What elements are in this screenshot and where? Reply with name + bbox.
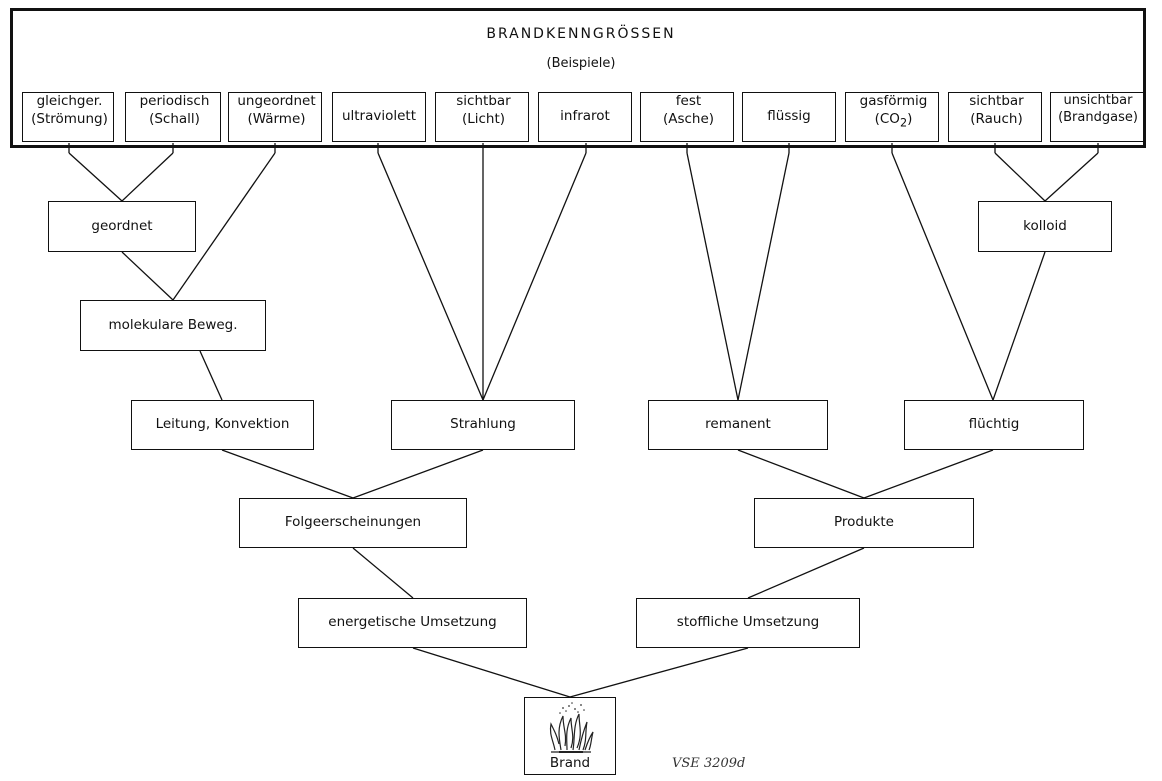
box-gasfoermig: gasförmig (CO2): [845, 92, 939, 142]
box-line: flüssig: [767, 108, 811, 125]
box-line: periodisch: [139, 93, 210, 109]
box-sichtbar-licht: sichtbar (Licht): [435, 92, 529, 142]
box-gleichgerichtet: gleichger. (Strömung): [22, 92, 114, 142]
node-leitung-konvektion: Leitung, Konvektion: [131, 400, 314, 450]
box-line: (Wärme): [247, 110, 306, 127]
box-periodisch: periodisch (Schall): [125, 92, 221, 142]
diagram-subtitle: (Beispiele): [546, 56, 616, 71]
box-line: ungeordnet: [237, 93, 316, 109]
brandkenngroessen-frame: [10, 8, 1146, 148]
box-line: (Licht): [461, 110, 506, 127]
box-infrarot: infrarot: [538, 92, 632, 142]
box-line: (Rauch): [970, 110, 1023, 127]
box-line: fest: [675, 93, 702, 109]
box-ungeordnet: ungeordnet (Wärme): [228, 92, 322, 142]
box-line: (Brandgase): [1058, 109, 1138, 125]
node-molekulare-bewegung: molekulare Beweg.: [80, 300, 266, 351]
box-sichtbar-rauch: sichtbar (Rauch): [948, 92, 1042, 142]
node-brand: Brand: [524, 697, 616, 775]
box-line: (Asche): [662, 110, 715, 127]
box-line: infrarot: [560, 108, 610, 125]
box-line: (CO2): [874, 110, 913, 130]
node-fluechtig: flüchtig: [904, 400, 1084, 450]
flame-icon: [549, 702, 594, 753]
box-line: (Strömung): [31, 110, 108, 127]
node-folgeerscheinungen: Folgeerscheinungen: [239, 498, 467, 548]
box-ultraviolett: ultraviolett: [332, 92, 426, 142]
node-kolloid: kolloid: [978, 201, 1112, 252]
node-stoffliche-umsetzung: stoffliche Umsetzung: [636, 598, 860, 648]
box-line: gasförmig: [859, 93, 928, 109]
box-line: unsichtbar: [1063, 93, 1133, 108]
box-fest: fest (Asche): [640, 92, 734, 142]
node-produkte: Produkte: [754, 498, 974, 548]
box-line: gleichger.: [36, 93, 103, 109]
box-fluessig: flüssig: [742, 92, 836, 142]
figure-code: VSE 3209d: [672, 756, 746, 771]
node-energetische-umsetzung: energetische Umsetzung: [298, 598, 527, 648]
box-line: (Schall): [149, 110, 200, 127]
node-remanent: remanent: [648, 400, 828, 450]
box-line: ultraviolett: [341, 108, 417, 125]
box-line: sichtbar: [456, 93, 511, 109]
box-unsichtbar: unsichtbar (Brandgase): [1050, 92, 1144, 142]
box-line: sichtbar: [969, 93, 1024, 109]
diagram-title: BRANDKENNGRÖSSEN: [486, 26, 676, 42]
subscript: 2: [899, 116, 908, 130]
node-geordnet: geordnet: [48, 201, 196, 252]
brand-label: Brand: [549, 755, 591, 771]
node-strahlung: Strahlung: [391, 400, 575, 450]
